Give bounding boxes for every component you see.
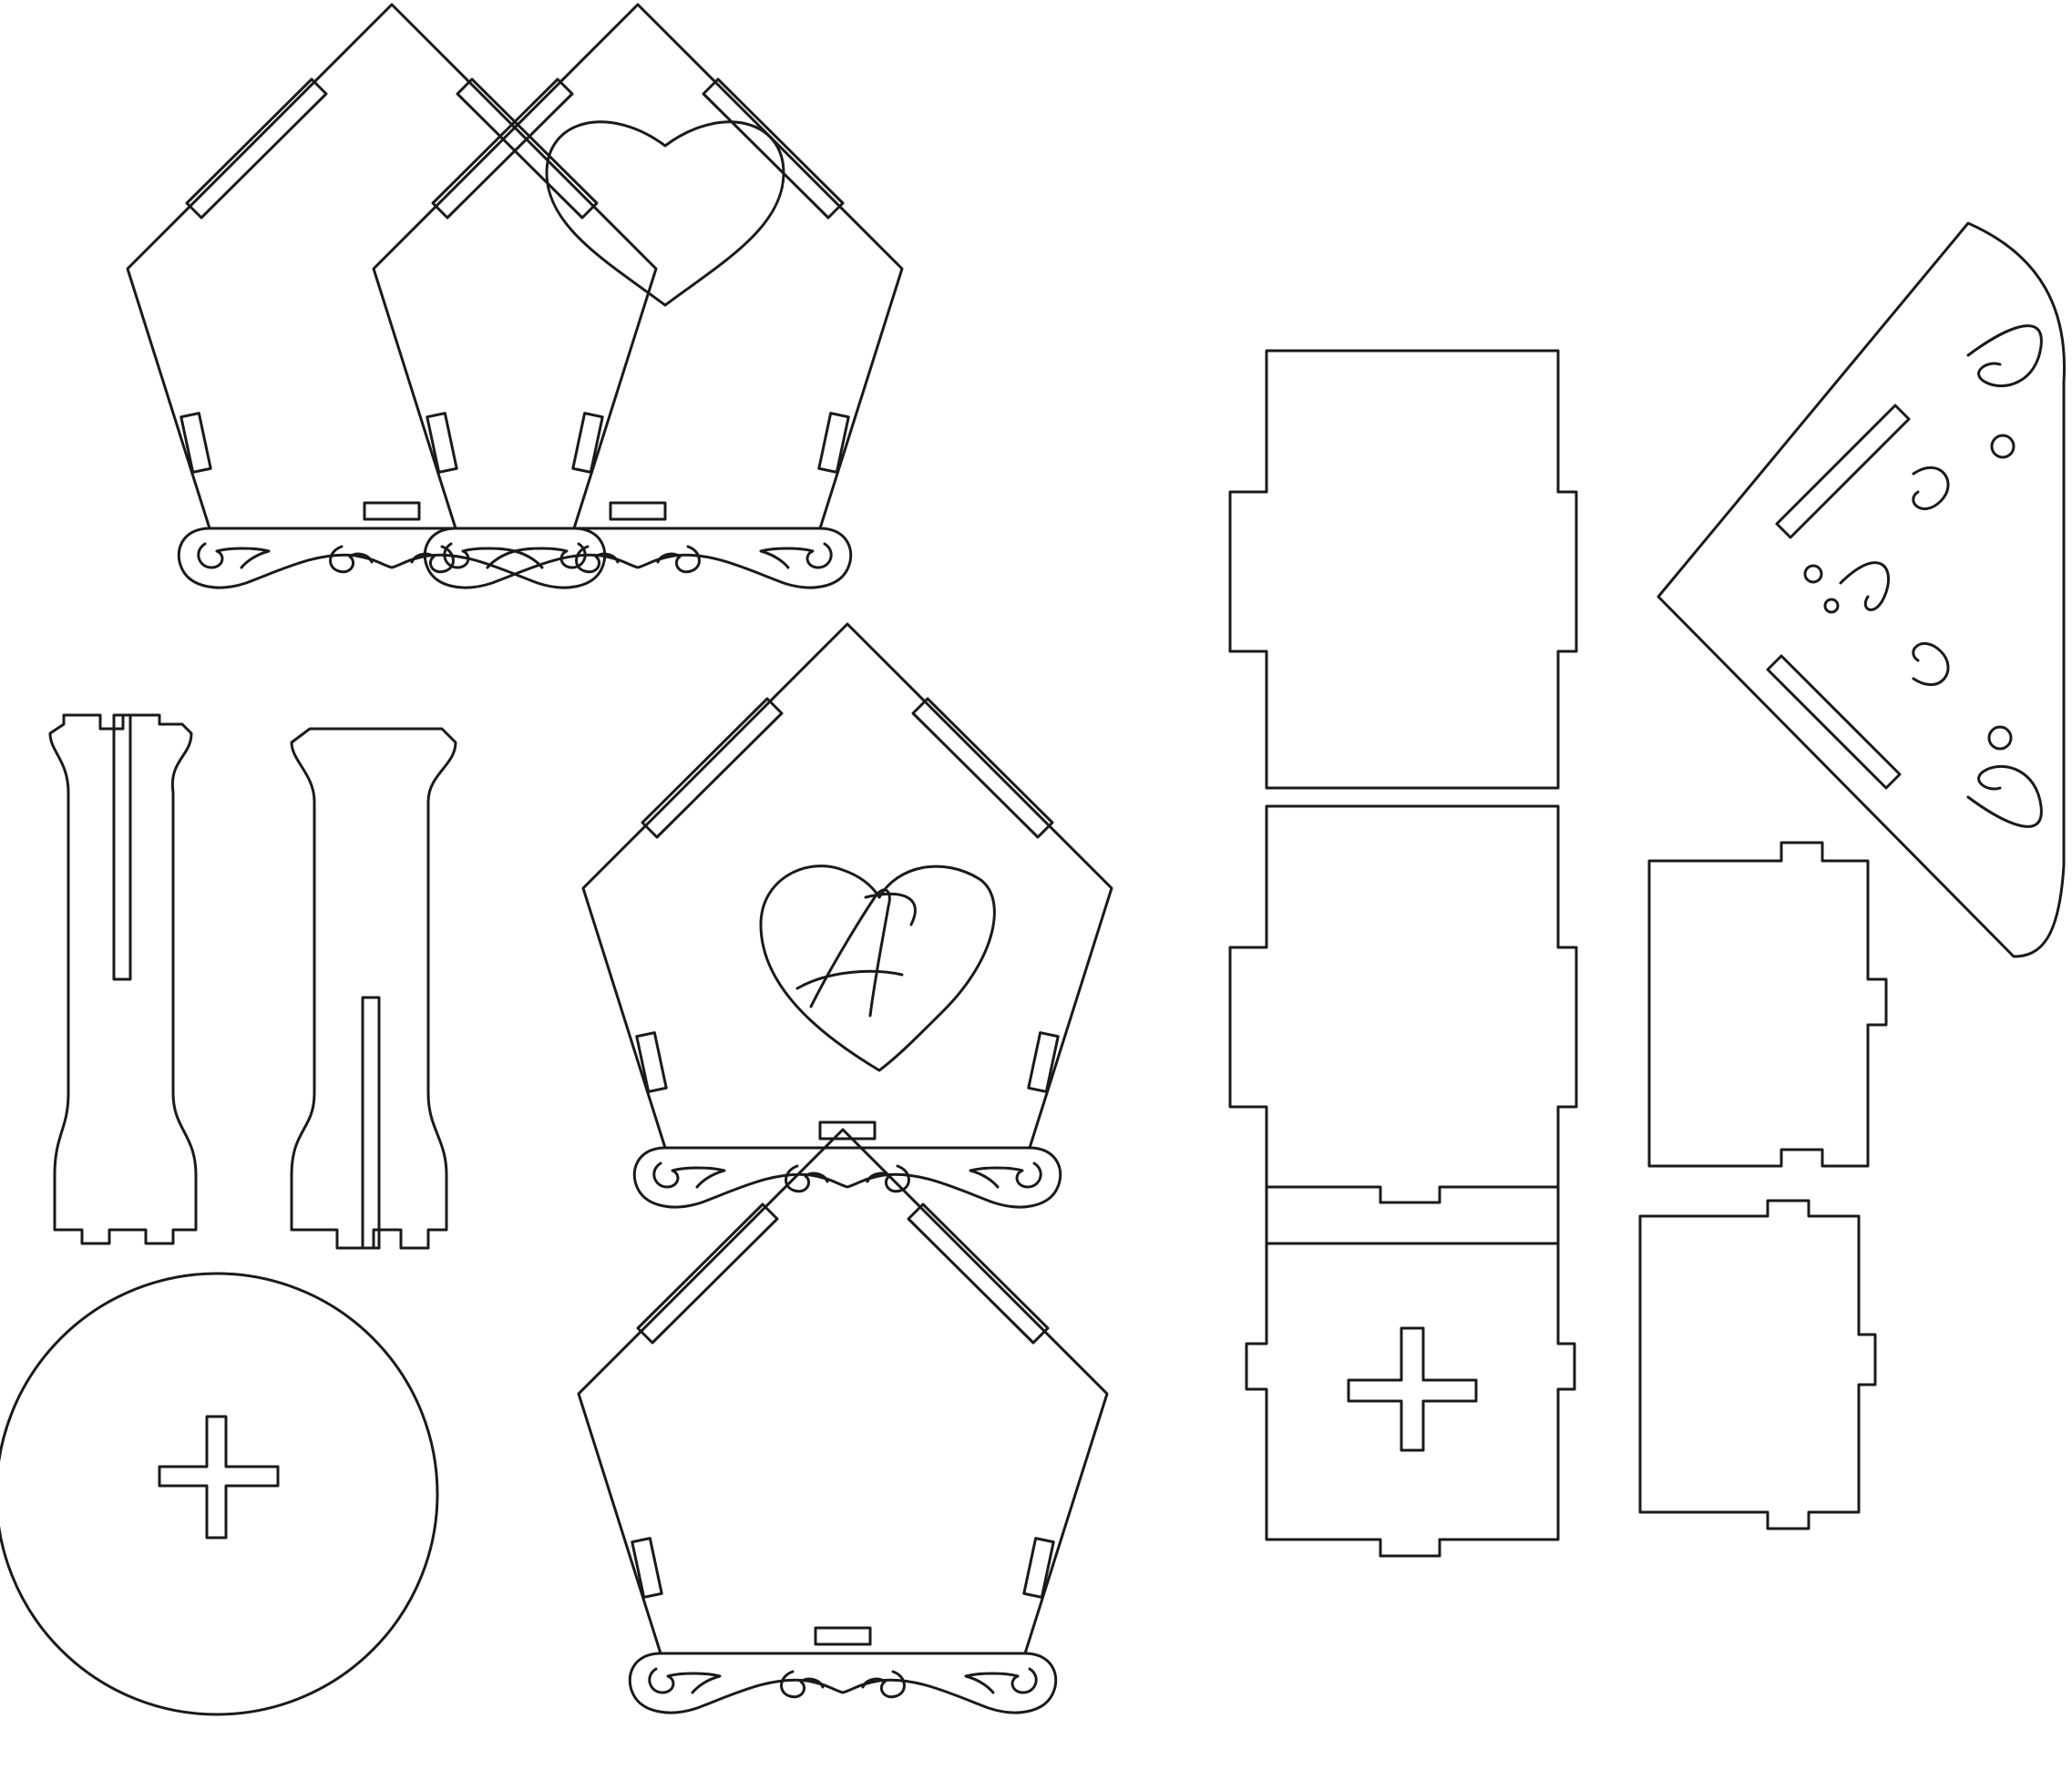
cross-slot: [1347, 1326, 1478, 1452]
flower-cutout: [1823, 598, 1840, 614]
scroll-cutout: [1912, 641, 1950, 686]
small-tabbed-panel-2: [1638, 1199, 1877, 1530]
monogram-letter-a: [795, 888, 917, 1018]
scroll-cutout: [1839, 561, 1891, 611]
flower-cutout: [1990, 434, 2016, 459]
flower-cutout: [1987, 725, 2013, 751]
round-base: [0, 1272, 439, 1716]
pentagon-wall-heart: [372, 3, 904, 589]
small-tabbed-panel-1: [1647, 841, 1888, 1168]
slotted-post-1: [48, 713, 198, 1245]
scroll-cutout: [1912, 466, 1950, 511]
pentagon-wall-plain-1: [126, 3, 658, 589]
heart-cutout: [545, 120, 785, 307]
roof-corner-ornament: [1657, 221, 2067, 958]
pentagon-wall-monogram: [581, 622, 1113, 1209]
scroll-cutout: [1966, 324, 2043, 388]
flower-cutout: [1803, 564, 1823, 584]
tabbed-square-panel-2: [1228, 804, 1578, 1245]
monogram-heart-cutout: [759, 865, 996, 1072]
tabbed-square-panel-3: [1245, 1185, 1576, 1558]
scroll-cutout: [1966, 764, 2043, 828]
pentagon-wall-plain-2: [577, 1128, 1109, 1714]
tabbed-square-panel-1: [1228, 349, 1578, 790]
cross-slot: [158, 1415, 280, 1540]
slotted-post-2: [290, 727, 457, 1250]
